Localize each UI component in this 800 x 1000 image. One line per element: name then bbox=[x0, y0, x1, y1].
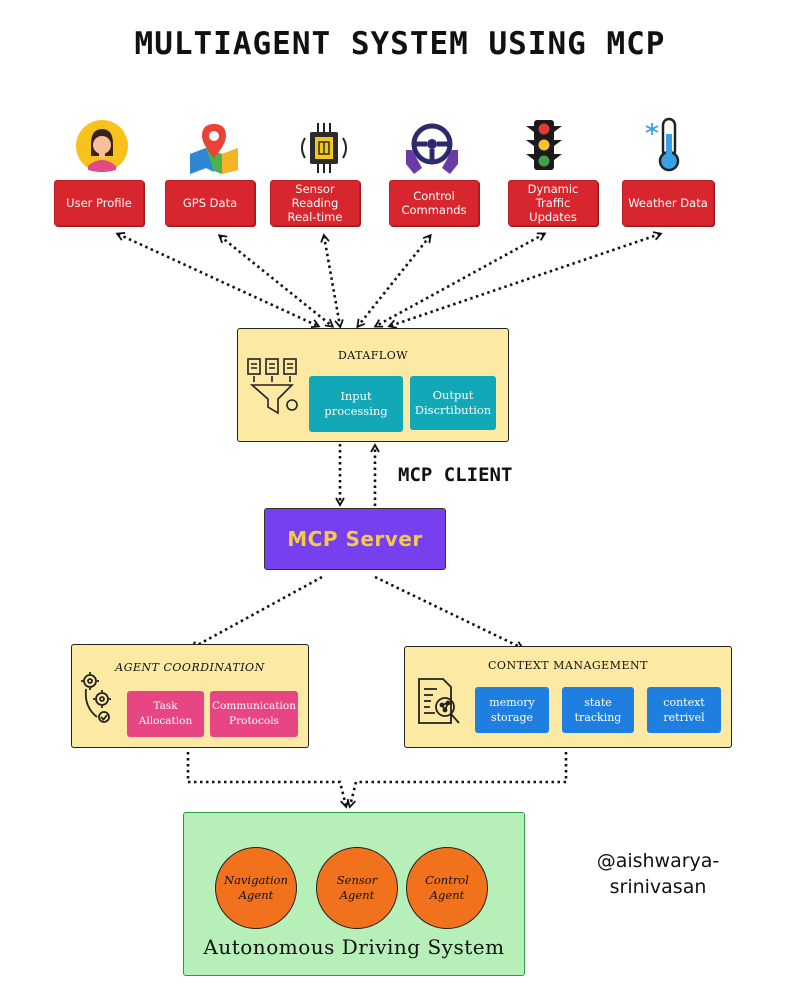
steering-wheel-icon bbox=[406, 123, 458, 174]
thermometer-icon bbox=[645, 117, 680, 172]
navigation-agent-node: Navigation Agent bbox=[215, 847, 297, 929]
author-handle: @aishwarya-srinivasan bbox=[596, 850, 720, 898]
document-search-icon bbox=[418, 678, 460, 724]
autonomous-driving-system-panel: Navigation Agent Sensor Agent Control Ag… bbox=[183, 812, 525, 976]
dataflow-title: DATAFLOW bbox=[337, 349, 409, 362]
autonomous-driving-system-label: Autonomous Driving System bbox=[203, 935, 505, 959]
arrow-traffic-updates bbox=[373, 232, 547, 328]
sensor-chip-icon bbox=[301, 123, 347, 173]
mcp-server-box: MCP Server bbox=[264, 508, 446, 570]
agent-coordination-panel: AGENT COORDINATION Task Allocation Commu… bbox=[71, 644, 309, 748]
traffic-light-icon bbox=[526, 120, 562, 170]
gears-icon bbox=[81, 672, 111, 723]
document-filter-icon bbox=[247, 358, 298, 415]
arrow-coordination-to-system bbox=[186, 752, 350, 809]
page-title: MULTIAGENT SYSTEM USING MCP bbox=[134, 26, 666, 62]
arrow-sensor-reading bbox=[320, 233, 344, 329]
communication-protocols-chip: Communication Protocols bbox=[210, 691, 298, 737]
task-allocation-chip: Task Allocation bbox=[127, 691, 204, 737]
arrow-control-commands bbox=[356, 233, 432, 329]
agent-coordination-title: AGENT COORDINATION bbox=[115, 661, 265, 674]
source-sensor-reading: Sensor Reading Real-time bbox=[270, 180, 360, 226]
input-processing-chip: Input processing bbox=[309, 376, 403, 432]
context-management-title: CONTEXT MANAGEMENT bbox=[488, 659, 648, 672]
sensor-agent-node: Sensor Agent bbox=[316, 847, 398, 929]
arrow-weather-data bbox=[387, 231, 663, 329]
arrow-server-to-coordination bbox=[189, 575, 323, 650]
output-distribution-chip: Output Discrtibution bbox=[410, 376, 496, 430]
arrow-user-profile bbox=[115, 231, 321, 329]
dataflow-panel: DATAFLOW Input processing Output Discrti… bbox=[237, 328, 509, 442]
context-management-panel: CONTEXT MANAGEMENT memory storage state … bbox=[404, 646, 732, 748]
arrow-context-to-system bbox=[346, 752, 568, 809]
source-weather-data: Weather Data bbox=[622, 180, 714, 226]
user-avatar-icon bbox=[76, 120, 128, 172]
context-retrieval-chip: context retrivel bbox=[647, 687, 721, 733]
source-gps-data: GPS Data bbox=[165, 180, 255, 226]
source-user-profile: User Profile bbox=[54, 180, 144, 226]
memory-storage-chip: memory storage bbox=[475, 687, 549, 733]
control-agent-node: Control Agent bbox=[406, 847, 488, 929]
source-control-commands: Control Commands bbox=[389, 180, 479, 226]
arrow-gps-data bbox=[217, 234, 335, 328]
state-tracking-chip: state tracking bbox=[562, 687, 634, 733]
arrow-server-to-context bbox=[374, 575, 525, 650]
map-pin-icon bbox=[190, 124, 238, 174]
mcp-client-label: MCP CLIENT bbox=[398, 464, 513, 486]
source-traffic-updates: Dynamic Traffic Updates bbox=[508, 180, 598, 226]
